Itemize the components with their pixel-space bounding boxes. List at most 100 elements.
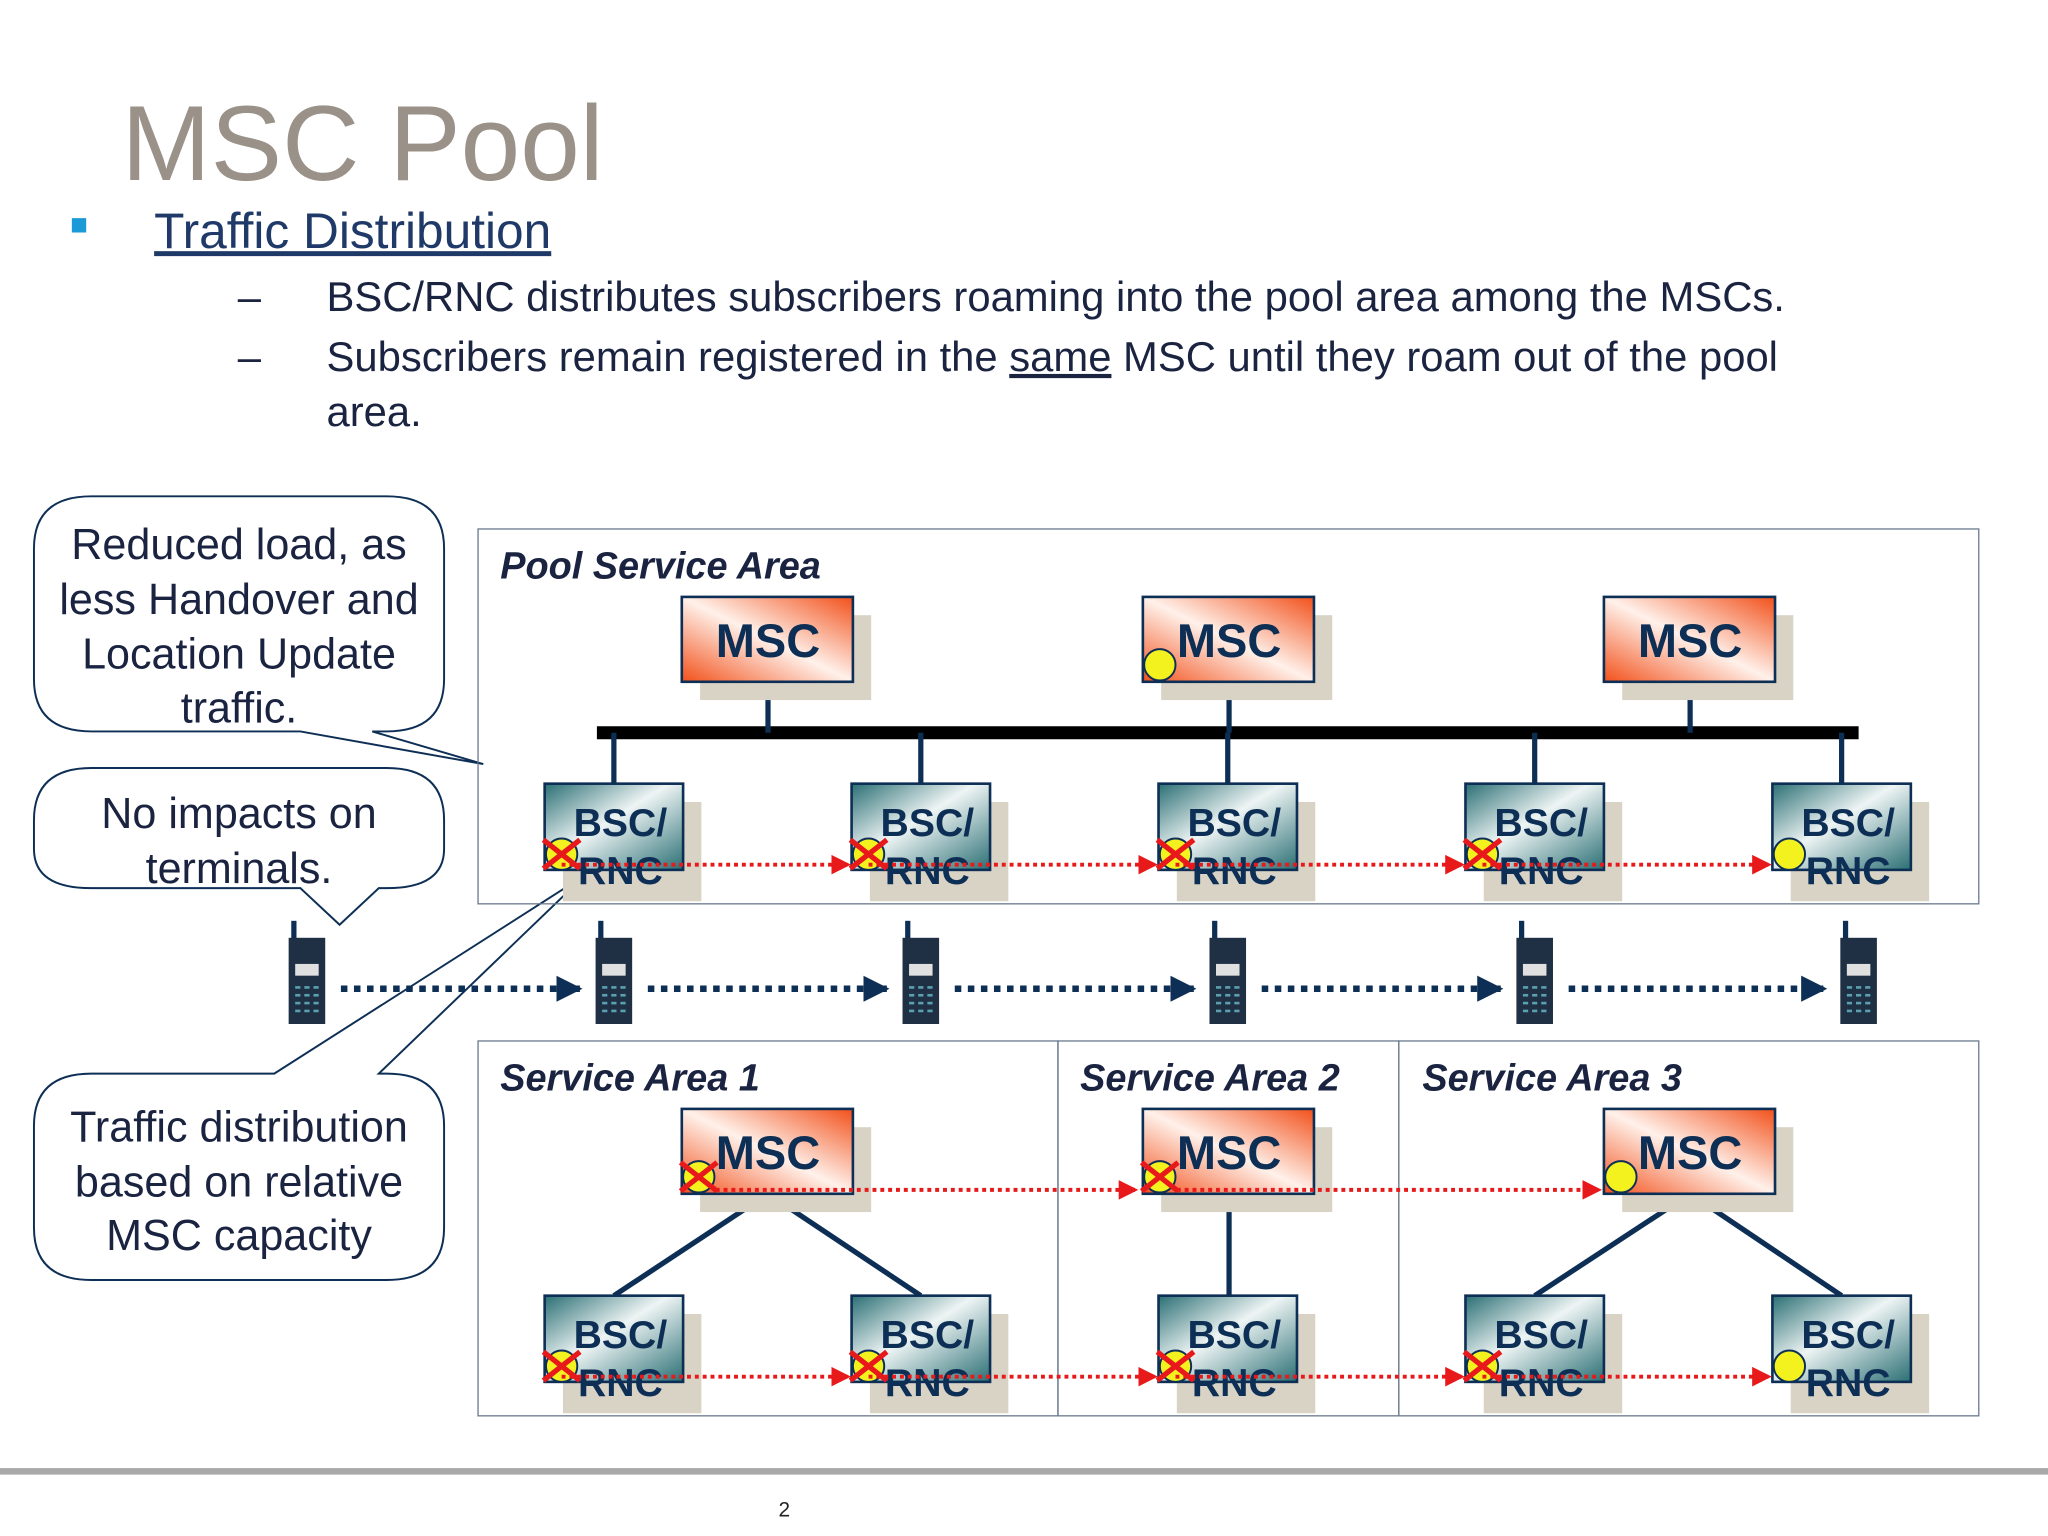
crossed-node-marker-icon: [541, 837, 582, 871]
bsc-label-line2: RNC: [885, 1362, 970, 1405]
msc-label: MSC: [1638, 614, 1742, 667]
phone-key: [1522, 1001, 1529, 1005]
phone-key: [1865, 1001, 1871, 1005]
phone-key: [1225, 993, 1231, 997]
phone-key: [602, 1001, 608, 1005]
callout-text: traffic.: [181, 684, 298, 732]
msc-node: MSC: [1602, 595, 1794, 701]
phone-key: [620, 1001, 626, 1005]
bsc-label-line2: RNC: [1192, 1362, 1277, 1405]
phone-antenna: [1212, 920, 1218, 940]
phone-key: [1532, 1009, 1538, 1013]
phone-key: [304, 1009, 310, 1013]
phone-key: [295, 1009, 301, 1013]
pool-service-area: [477, 528, 1980, 905]
phone-key: [909, 1001, 915, 1005]
phone-key: [1216, 993, 1222, 997]
bsc-rnc-node: BSC/RNC: [1155, 782, 1316, 902]
msc-label: MSC: [1177, 1126, 1281, 1179]
bsc-label-line2: RNC: [1192, 850, 1277, 893]
slide-title: MSC Pool: [121, 83, 603, 203]
phone-antenna: [1519, 920, 1525, 940]
phone-key: [927, 1009, 933, 1013]
bsc-rnc-node: BSC/RNC: [1771, 782, 1930, 902]
phone-key: [295, 986, 301, 989]
phone-key: [611, 1001, 617, 1005]
phone-key: [1532, 986, 1538, 989]
bsc-label-line2: RNC: [1499, 850, 1584, 893]
msc-node: MSC: [678, 1107, 872, 1213]
phone-key: [1856, 1001, 1862, 1005]
phone-key: [1216, 1009, 1222, 1013]
msc-label: MSC: [716, 1126, 820, 1179]
bsc-box: [850, 782, 992, 872]
msc-node: MSC: [1602, 1107, 1794, 1213]
phone-antenna: [291, 920, 297, 940]
sub-bullet-1: BSC/RNC distributes subscribers roaming …: [327, 273, 1785, 320]
phone-key: [1541, 986, 1547, 989]
phone-key: [1234, 1001, 1240, 1005]
phone-key: [1541, 1001, 1547, 1005]
bsc-rnc-node: BSC/RNC: [1771, 1294, 1930, 1414]
phone-key: [313, 993, 319, 997]
callout-text: based on relative: [75, 1158, 403, 1206]
callout-traffic-distribution: Traffic distribution based on relative M…: [32, 874, 586, 1281]
msc-node: MSC: [680, 595, 872, 701]
phone-key: [620, 993, 626, 997]
phone-key: [918, 986, 924, 989]
callout-text: Location Update: [82, 631, 396, 679]
msc-box: [680, 595, 855, 684]
phone-key: [313, 1001, 319, 1005]
cross-mark: [848, 1349, 889, 1383]
phone-key: [313, 986, 319, 989]
phone-key: [1225, 1001, 1231, 1005]
phone-key: [1234, 1009, 1240, 1013]
phone-key: [1532, 1001, 1538, 1005]
phone-key: [1234, 993, 1240, 997]
phone-key: [1216, 986, 1222, 989]
bsc-label-line2: RNC: [1806, 1362, 1891, 1405]
sub-bullet-2-underlined: same: [1009, 333, 1111, 380]
phone-screen: [602, 963, 626, 976]
phone-key: [620, 1009, 626, 1013]
mobile-phone-icon: [595, 920, 633, 1024]
bsc-rnc-node: BSC/RNC: [848, 782, 1009, 902]
bsc-rnc-node: BSC/RNC: [1462, 782, 1623, 902]
phone-key: [918, 1001, 924, 1005]
phone-key: [1865, 986, 1871, 989]
bsc-rnc-node: BSC/RNC: [541, 782, 702, 902]
sub-bullet-2-post: MSC until they roam out of the pool: [1111, 333, 1778, 380]
pool-service-area-label: Pool Service Area: [500, 546, 821, 588]
mobile-phone-icon: [288, 920, 326, 1024]
cross-mark: [541, 1349, 582, 1383]
crossed-node-marker-icon: [541, 1349, 582, 1383]
crossed-node-marker-icon: [1155, 837, 1196, 871]
phone-key: [1225, 1009, 1231, 1013]
bsc-label-line1: BSC/: [574, 802, 668, 845]
bsc-label-line1: BSC/: [881, 802, 975, 845]
crossed-node-marker-icon: [848, 837, 889, 871]
crossed-node-marker-icon: [848, 1349, 889, 1383]
msc-label: MSC: [716, 614, 820, 667]
msc-node: MSC: [1139, 1107, 1333, 1213]
phone-key: [304, 986, 310, 989]
marker-circle: [1772, 837, 1807, 871]
bsc-label-line1: BSC/: [881, 1314, 975, 1357]
cross-mark: [848, 837, 889, 871]
cross-mark: [1155, 837, 1196, 871]
bsc-label-line2: RNC: [1499, 1362, 1584, 1405]
phone-key: [304, 1001, 310, 1005]
crossed-node-marker-icon: [678, 1160, 719, 1194]
dash-2: –: [238, 333, 262, 380]
phone-key: [602, 1009, 608, 1013]
marker-circle: [1143, 648, 1177, 682]
phone-screen: [1216, 963, 1240, 976]
bsc-label-line1: BSC/: [1187, 802, 1281, 845]
cross-mark: [1462, 837, 1503, 871]
phone-key: [927, 986, 933, 989]
phone-key: [1865, 993, 1871, 997]
bsc-label-line1: BSC/: [1801, 1314, 1895, 1357]
phone-key: [1846, 993, 1853, 997]
